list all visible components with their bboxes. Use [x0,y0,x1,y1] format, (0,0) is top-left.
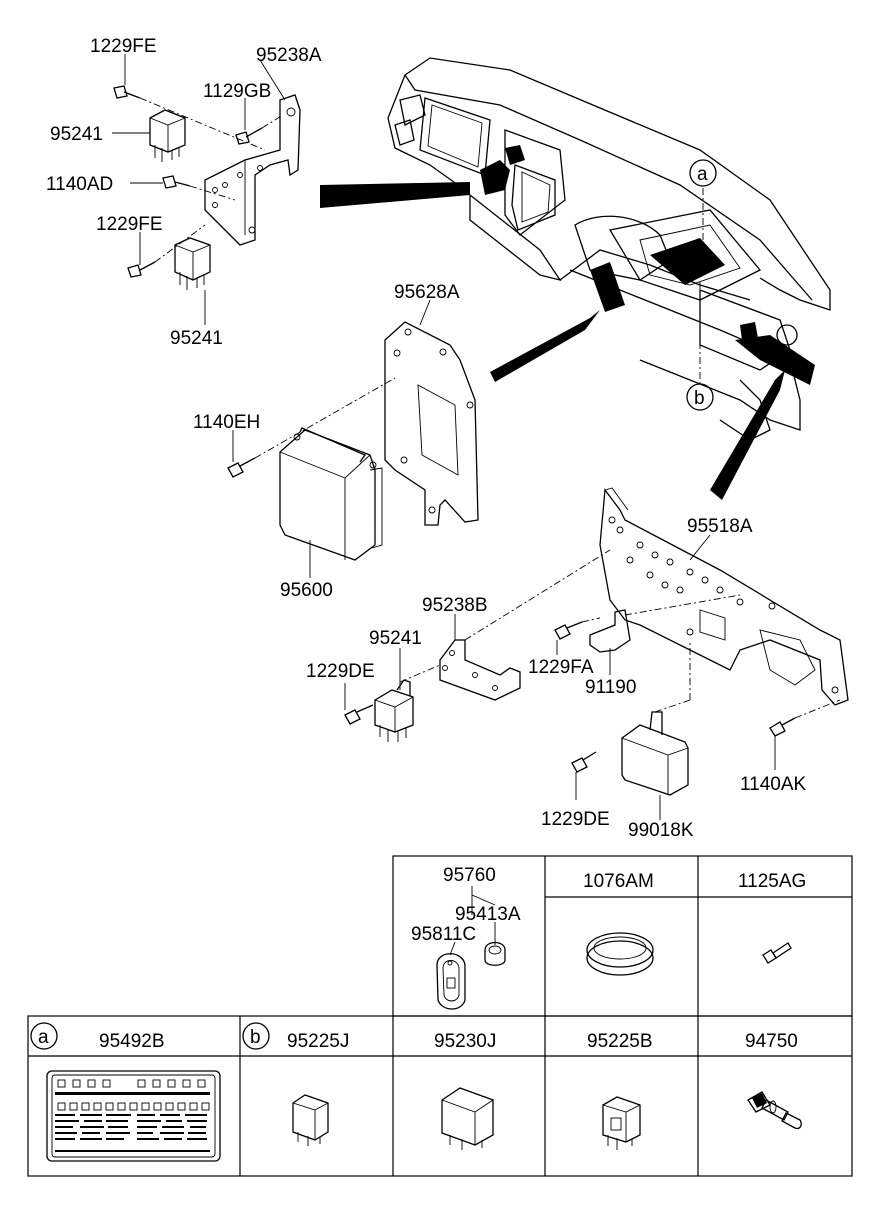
label-1229FE-mid: 1229FE [96,214,163,235]
table-b-circle-label: b [250,1027,261,1048]
table-1076AM: 1076AM [583,871,654,892]
sensor-94750-illustration [747,1091,802,1130]
label-1229DE-left: 1229DE [306,661,375,682]
label-1140EH: 1140EH [193,412,260,433]
label-95241-top: 95241 [50,124,103,145]
table-95413A: 95413A [455,904,521,925]
label-1129GB: 1129GB [203,81,271,102]
keyfob-illustration [436,886,506,1010]
table-95225B: 95225B [587,1031,653,1052]
callout-a: a [697,164,708,185]
table-95811C: 95811C [411,924,476,945]
relay-95225J-illustration [292,1094,329,1146]
table-95492B: 95492B [99,1031,165,1052]
label-1140AD: 1140AD [46,174,113,195]
label-91190: 91190 [585,677,636,698]
bolt-1125AG-illustration [762,942,792,964]
table-95760: 95760 [443,865,496,886]
table-1125AG: 1125AG [738,871,806,892]
callout-b: b [694,388,705,409]
label-1229DE-low: 1229DE [541,809,610,830]
relay-95225B-illustration [602,1096,641,1150]
label-95518A: 95518A [687,516,753,537]
grommet-illustration [586,932,654,976]
table-94750: 94750 [745,1031,798,1052]
label-95241-low: 95241 [369,628,422,649]
label-1140AK: 1140AK [740,774,807,795]
label-95238A: 95238A [256,45,322,66]
table-95225J: 95225J [287,1031,349,1052]
label-sticker-illustration [46,1070,221,1162]
label-99018K: 99018K [628,820,694,841]
table-95230J: 95230J [434,1031,496,1052]
dashboard-illustration [320,57,831,500]
relay-95230J-illustration [441,1087,494,1150]
table-a-circle-label: a [38,1027,49,1048]
label-95600: 95600 [280,580,333,601]
label-95241-mid: 95241 [170,328,223,349]
label-95238B: 95238B [422,595,488,616]
label-95628A: 95628A [394,282,460,303]
relay-bracket-assembly-top [112,54,301,325]
label-1229FA: 1229FA [528,657,594,678]
label-1229FE-top: 1229FE [90,36,157,57]
parts-table-grid [27,855,853,1177]
relay-bracket-assembly-bottom [344,487,849,820]
ecu-assembly [227,299,479,578]
